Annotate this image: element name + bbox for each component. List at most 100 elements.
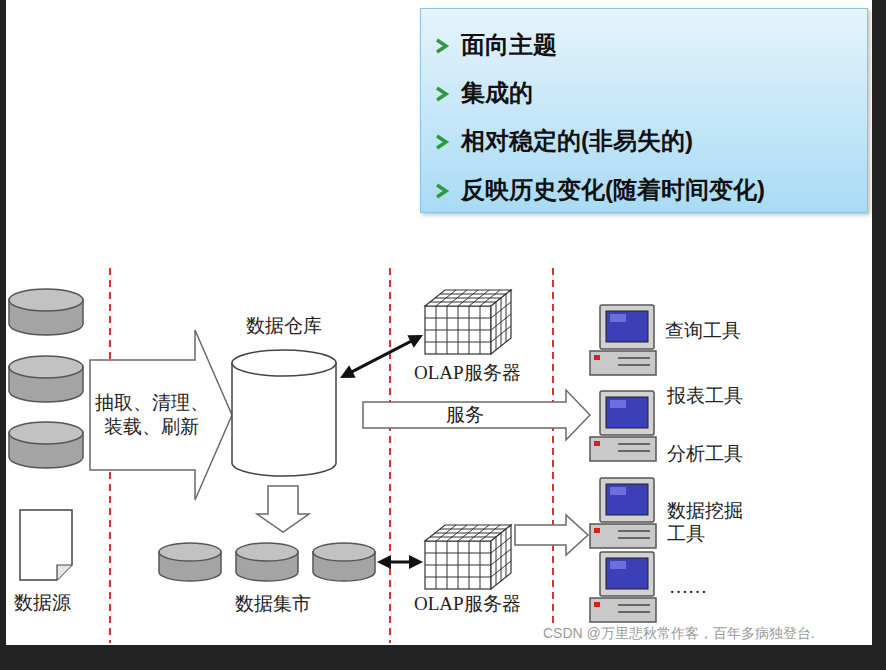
drive-slot [618,364,650,366]
monitor-screen [606,311,648,342]
drive-slot [618,604,650,606]
block-arrow [90,330,232,500]
bullet-chevron [437,40,446,52]
bullet-text: 面向主题 [461,31,557,60]
arrowhead [409,555,423,569]
monitor-case [600,478,654,522]
cube-grid [425,342,491,343]
screen-glare [610,400,626,408]
drive-slot [618,443,650,445]
data-source: 数据源 [4,285,90,620]
screen-glare [610,314,626,322]
document-icon [20,510,72,580]
connector-label: 抽取、清理、 装载、刷新 [91,391,213,439]
disk-top [236,543,298,561]
cube-grid [440,529,506,530]
power-light [594,602,600,607]
pc-base [590,351,656,375]
warehouse-cylinder-icon [228,315,340,480]
power-light [594,528,600,533]
tool-computer: 报表工具分析工具 [585,385,760,470]
bullet-chevron [437,185,446,197]
connector [363,390,590,440]
drive-slot [618,530,650,532]
bullet-text: 相对稳定的(非易失的) [461,127,693,156]
cube-grid [496,537,497,585]
cube-grid [425,565,491,566]
node-label: 报表工具 [667,385,743,408]
drive-slot [618,537,650,539]
bullet-text: 集成的 [461,79,533,108]
feature-box: 面向主题集成的相对稳定的(非易失的) 反映历史变化(随着时间变化) [420,8,868,213]
screen-glare [610,561,626,569]
cube-grid [435,298,501,299]
node-label: 分析工具 [667,443,743,466]
pc-base [590,524,656,548]
tool-computer: 数据挖掘 工具 [585,475,760,555]
cylinder-top [232,350,336,376]
block-arrow [363,390,590,440]
drive-slot [618,450,650,452]
dashed-divider [389,268,391,643]
arrowhead [377,555,391,569]
dashed-divider [552,268,554,643]
cube-grid [501,533,502,581]
cube-side [491,290,511,354]
connector-label: 服务 [444,403,486,427]
cube-front [425,306,491,354]
cube-grid [501,298,502,346]
disk-top [9,356,83,378]
connector [90,330,232,500]
screen-glare [610,487,626,495]
connector [340,335,423,378]
cube-grid [506,294,507,342]
tool-computer: …… [585,552,760,622]
cube-grid [425,330,491,331]
monitor-screen [606,558,648,589]
pc-base [590,598,656,622]
power-light [594,355,600,360]
olap-server: OLAP服务器 [405,285,530,386]
connector [377,555,423,569]
bullet-chevron [437,88,446,100]
cube-grid [435,533,501,534]
drive-slot [618,611,650,613]
bullet-text: 反映历史变化(随着时间变化) [461,176,765,205]
disk-top [9,422,83,444]
pc-base [590,437,656,461]
olap-server: OLAP服务器 [405,518,530,620]
data-mart: 数据集市 [155,535,380,620]
block-arrow [257,486,309,532]
arrowhead [407,335,423,348]
cube-grid [496,302,497,350]
cube-front [425,541,491,589]
monitor-case [600,552,654,596]
node-label: OLAP服务器 [414,593,521,616]
node-label: …… [669,576,707,599]
node-label: 数据挖掘 工具 [667,500,749,546]
warehouse-cylinder: 数据仓库 [228,315,340,480]
monitor-screen [606,484,648,515]
disk-top [313,543,375,561]
cube-grid [425,577,491,578]
disk-top [159,543,221,561]
node-label: 数据仓库 [246,315,322,338]
cube-grid [506,529,507,577]
cube-grid [440,294,506,295]
block-arrow [515,515,588,555]
disk-top [9,289,83,311]
node-label: 查询工具 [665,320,741,343]
arrowhead [340,365,356,378]
node-label: 数据集市 [235,593,311,616]
cube-grid [425,318,491,319]
tool-computer: 查询工具 [585,300,760,380]
monitor-screen [606,397,648,428]
cube-side [491,525,511,589]
cube-grid [430,537,496,538]
cylinder-body [232,363,336,476]
monitor-case [600,305,654,349]
data-source-icon [4,285,90,620]
monitor-case [600,391,654,435]
connector-line [349,340,414,374]
document-fold [57,565,72,580]
